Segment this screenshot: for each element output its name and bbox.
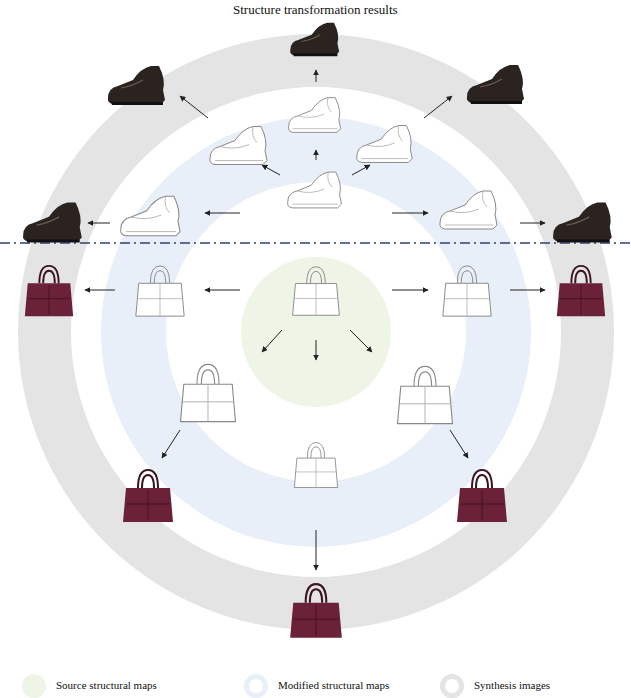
legend-text: Synthesis images: [474, 679, 550, 691]
legend-swatch: [440, 674, 464, 698]
legend-swatch: [22, 674, 46, 698]
legend-text: Modified structural maps: [278, 679, 389, 691]
legend-text: Source structural maps: [56, 679, 157, 691]
legend-swatch: [244, 674, 268, 698]
figure-title: Structure transformation results: [233, 2, 398, 18]
